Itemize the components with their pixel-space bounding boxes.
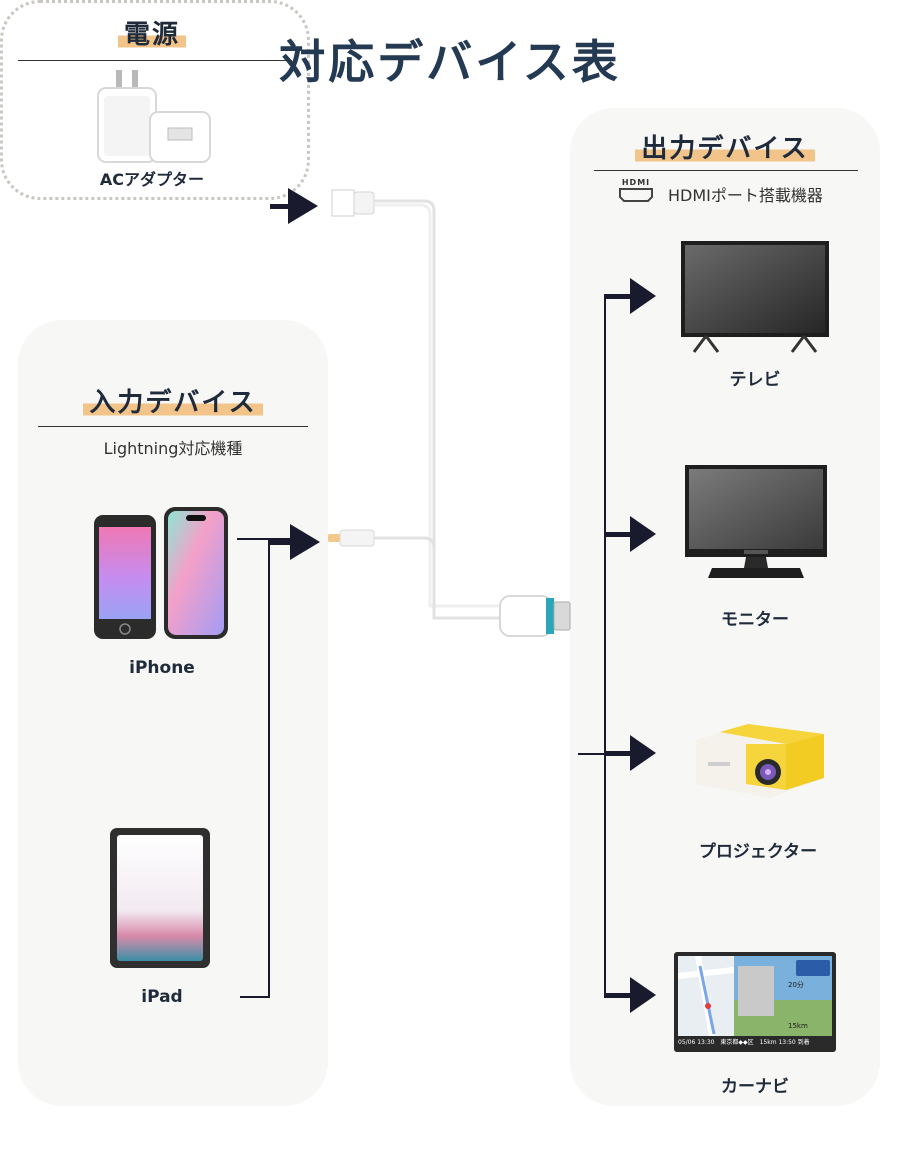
navi-sign <box>796 960 830 976</box>
cable-diagram <box>320 180 580 640</box>
input-subtitle: Lightning対応機種 <box>103 439 243 458</box>
ac-adapter-label: ACアダプター <box>99 170 205 189</box>
projector-arrow-icon <box>630 735 656 771</box>
ac-adapter-image <box>80 66 220 166</box>
output-heading: 出力デバイス <box>570 128 880 165</box>
navi-map <box>678 956 734 1036</box>
navi-screen: 20分 15km <box>678 956 832 1036</box>
page-title: 対応デバイス表 <box>279 35 621 89</box>
tv-label: テレビ <box>729 370 781 390</box>
navi-speed: 20分 <box>788 981 804 989</box>
power-heading: 電源 <box>0 14 304 51</box>
input-heading: 入力デバイス <box>18 382 328 419</box>
projector-label: プロジェクター <box>698 842 818 862</box>
navi-date-time: 05/06 13:30 <box>678 1039 715 1046</box>
hdmi-logo-icon: HDMI <box>618 178 654 206</box>
projector-arrow-shaft <box>604 751 634 756</box>
power-arrow-icon <box>288 188 318 224</box>
input-vertical-line <box>268 538 270 998</box>
ipad-image <box>108 826 212 970</box>
navi-eta: 15km 13:50 到着 <box>759 1039 810 1046</box>
input-arrow-icon <box>290 524 320 560</box>
ipad-connector-line <box>240 996 270 998</box>
car-navi-arrow-shaft <box>604 993 634 998</box>
input-panel: 入力デバイス Lightning対応機種 <box>18 320 328 1106</box>
monitor-arrow-icon <box>630 516 656 552</box>
navi-place: 東京都◆◆区 <box>720 1039 754 1046</box>
output-branch-line <box>578 753 606 755</box>
monitor-image <box>684 464 828 582</box>
tv-arrow-shaft <box>604 294 634 299</box>
power-arrow-shaft <box>270 204 290 209</box>
navi-remain: 15km <box>788 1022 808 1030</box>
power-panel: 電源 ACアダプター <box>0 0 310 200</box>
iphone-connector-line <box>237 538 297 540</box>
output-vertical-line <box>604 296 606 998</box>
input-arrow-shaft <box>270 540 292 545</box>
input-divider <box>38 426 308 427</box>
iphone-image <box>92 505 232 641</box>
power-divider <box>18 60 292 61</box>
tv-arrow-icon <box>630 278 656 314</box>
car-navi-image: 20分 15km 05/06 13:30 東京都◆◆区 15km 13:50 到… <box>674 952 836 1052</box>
projector-image <box>690 718 830 802</box>
navi-status-bar: 05/06 13:30 東京都◆◆区 15km 13:50 到着 <box>678 1037 832 1049</box>
output-divider <box>594 170 858 171</box>
monitor-arrow-shaft <box>604 532 634 537</box>
iphone-label: iPhone <box>129 658 195 678</box>
monitor-label: モニター <box>721 610 789 630</box>
ipad-label: iPad <box>141 987 183 1007</box>
output-subtitle: HDMIポート搭載機器 <box>668 186 823 205</box>
tv-image <box>680 240 830 354</box>
car-navi-label: カーナビ <box>721 1077 789 1097</box>
car-navi-arrow-icon <box>630 977 656 1013</box>
navi-truck <box>738 966 774 1016</box>
